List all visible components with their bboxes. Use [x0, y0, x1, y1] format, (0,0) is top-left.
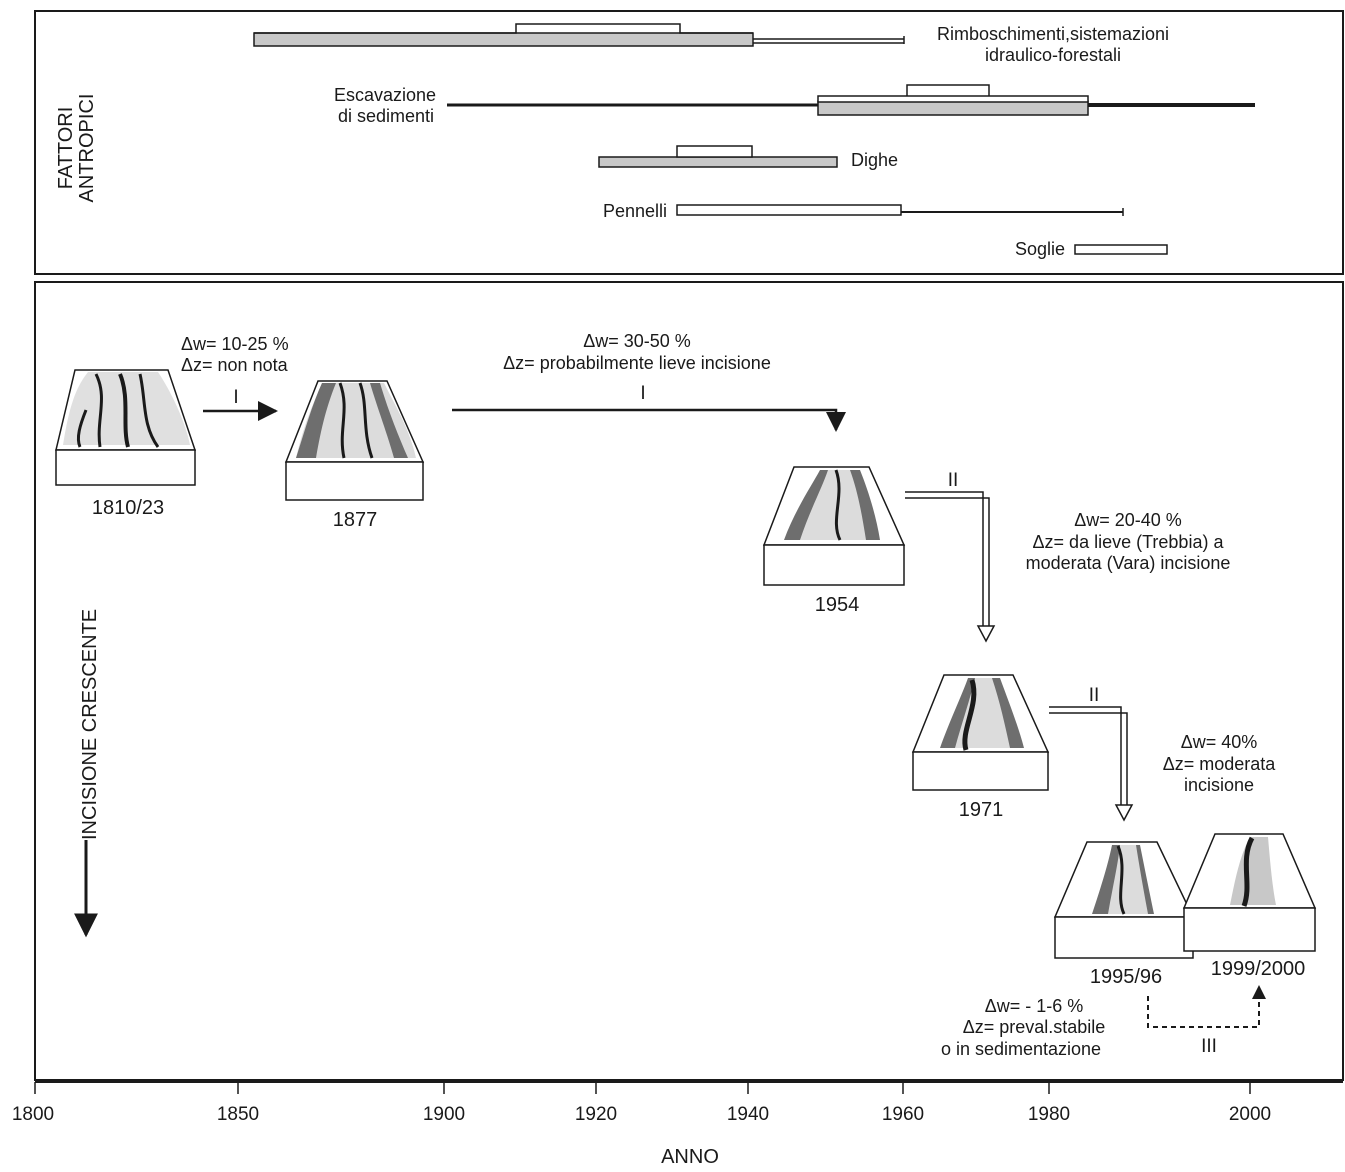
axis-tick-label-1920: 1920	[575, 1104, 617, 1125]
factor-bar-escavazione	[447, 84, 1255, 116]
snapshot-label-1877: 1877	[333, 509, 378, 531]
factor-label-pennelli: Pennelli	[603, 201, 667, 221]
snapshot-1971	[911, 674, 1050, 791]
snapshot-label-1971: 1971	[959, 799, 1004, 821]
transition-arrow-5	[1147, 985, 1266, 1028]
transition-3-dw: Δw= 20-40 %	[1074, 510, 1182, 530]
transition-2-phase: I	[640, 383, 645, 404]
transition-3-dz-line1: Δz= da lieve (Trebbia) a	[1033, 532, 1225, 552]
factor-label-rimboschimenti-line1: Rimboschimenti,sistemazioni	[937, 24, 1169, 44]
anthropic-factors-label-line1: FATTORI	[55, 107, 77, 190]
snapshot-label-1954: 1954	[815, 594, 860, 616]
snapshot-1995-96	[1053, 841, 1195, 959]
factor-bar-rimboschimenti	[253, 23, 905, 47]
axis-tick-label-2000: 2000	[1229, 1104, 1271, 1125]
transition-1-phase: I	[233, 387, 238, 408]
axis-tick-label-1960: 1960	[882, 1104, 924, 1125]
factor-label-dighe: Dighe	[851, 150, 898, 170]
snapshot-1877	[284, 380, 425, 501]
axis-tick-label-1900: 1900	[423, 1104, 465, 1125]
transition-3-dz-line2: moderata (Vara) incisione	[1026, 553, 1231, 573]
snapshot-label-1810-23: 1810/23	[92, 497, 164, 519]
snapshot-1954	[762, 466, 906, 586]
axis-tick-label-1850: 1850	[217, 1104, 259, 1125]
factor-label-escavazione-line1: Escavazione	[334, 85, 436, 105]
axis-tick-label-1980: 1980	[1028, 1104, 1070, 1125]
transition-1-dz: Δz= non nota	[181, 355, 289, 375]
transition-2-dz: Δz= probabilmente lieve incisione	[503, 353, 771, 373]
transition-arrow-4	[1049, 706, 1134, 822]
transition-1-dw: Δw= 10-25 %	[181, 334, 289, 354]
factor-label-escavazione-line2: di sedimenti	[338, 106, 434, 126]
transition-4-dz-line1: Δz= moderata	[1163, 754, 1277, 774]
transition-2-dw: Δw= 30-50 %	[583, 331, 691, 351]
anthropic-factors-panel	[34, 10, 1344, 275]
factor-label-soglie: Soglie	[1015, 239, 1065, 259]
transition-5-dz-line2: o in sedimentazione	[941, 1039, 1101, 1059]
snapshot-1810-23	[55, 369, 197, 486]
transition-arrow-2	[452, 408, 846, 432]
transition-5-phase: III	[1201, 1036, 1217, 1057]
anthropic-factors-label-line2: ANTROPICI	[76, 94, 98, 203]
factor-bar-pennelli	[676, 204, 1124, 216]
snapshot-label-1999-2000: 1999/2000	[1211, 958, 1306, 980]
transition-5-dw: Δw= - 1-6 %	[985, 996, 1084, 1016]
factor-bar-soglie	[1074, 244, 1168, 255]
transition-arrow-3	[905, 491, 996, 643]
axis-tick-label-1800: 1800	[12, 1104, 54, 1125]
factor-label-rimboschimenti-line2: idraulico-forestali	[985, 45, 1121, 65]
transition-4-phase: II	[1089, 685, 1100, 706]
evolution-panel	[34, 281, 1344, 1081]
transition-5-dz-line1: Δz= preval.stabile	[963, 1017, 1106, 1037]
incisione-label: INCISIONE CRESCENTE	[79, 609, 101, 840]
axis-tick-label-1940: 1940	[727, 1104, 769, 1125]
snapshot-label-1995-96: 1995/96	[1090, 966, 1162, 988]
transition-4-dw: Δw= 40%	[1181, 732, 1258, 752]
transition-3-phase: II	[948, 470, 959, 491]
transition-4-dz-line2: incisione	[1184, 775, 1254, 795]
snapshot-1999-2000	[1182, 833, 1317, 952]
axis-title: ANNO	[661, 1146, 719, 1167]
factor-bar-dighe	[598, 145, 838, 168]
